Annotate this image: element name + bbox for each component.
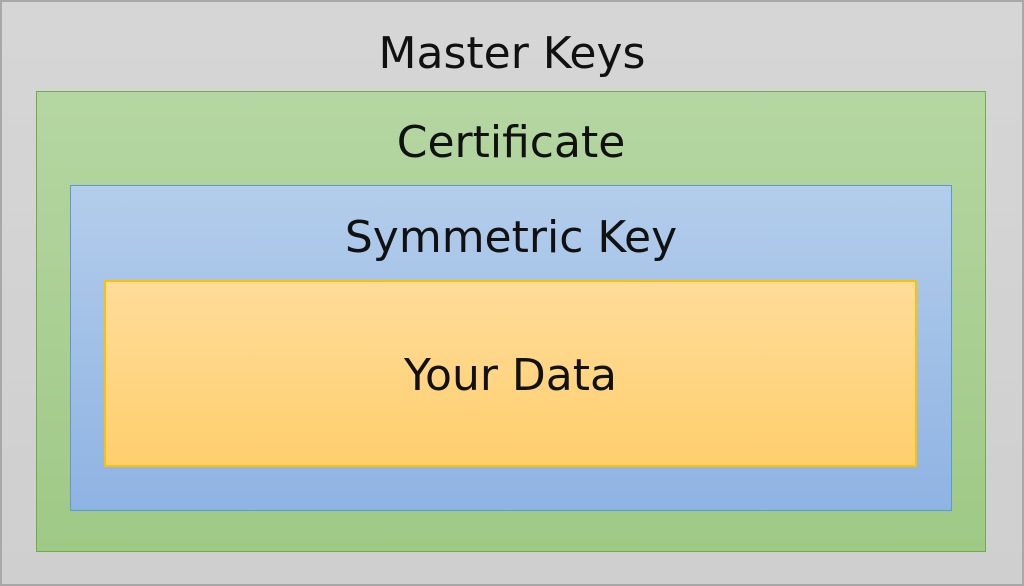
symmetric-key-label: Symmetric Key (344, 212, 678, 263)
certificate-label: Certificate (396, 117, 626, 168)
your-data-label: Your Data (404, 350, 617, 401)
master-keys-label: Master Keys (378, 28, 646, 79)
your-data-layer: Your Data (104, 280, 917, 467)
